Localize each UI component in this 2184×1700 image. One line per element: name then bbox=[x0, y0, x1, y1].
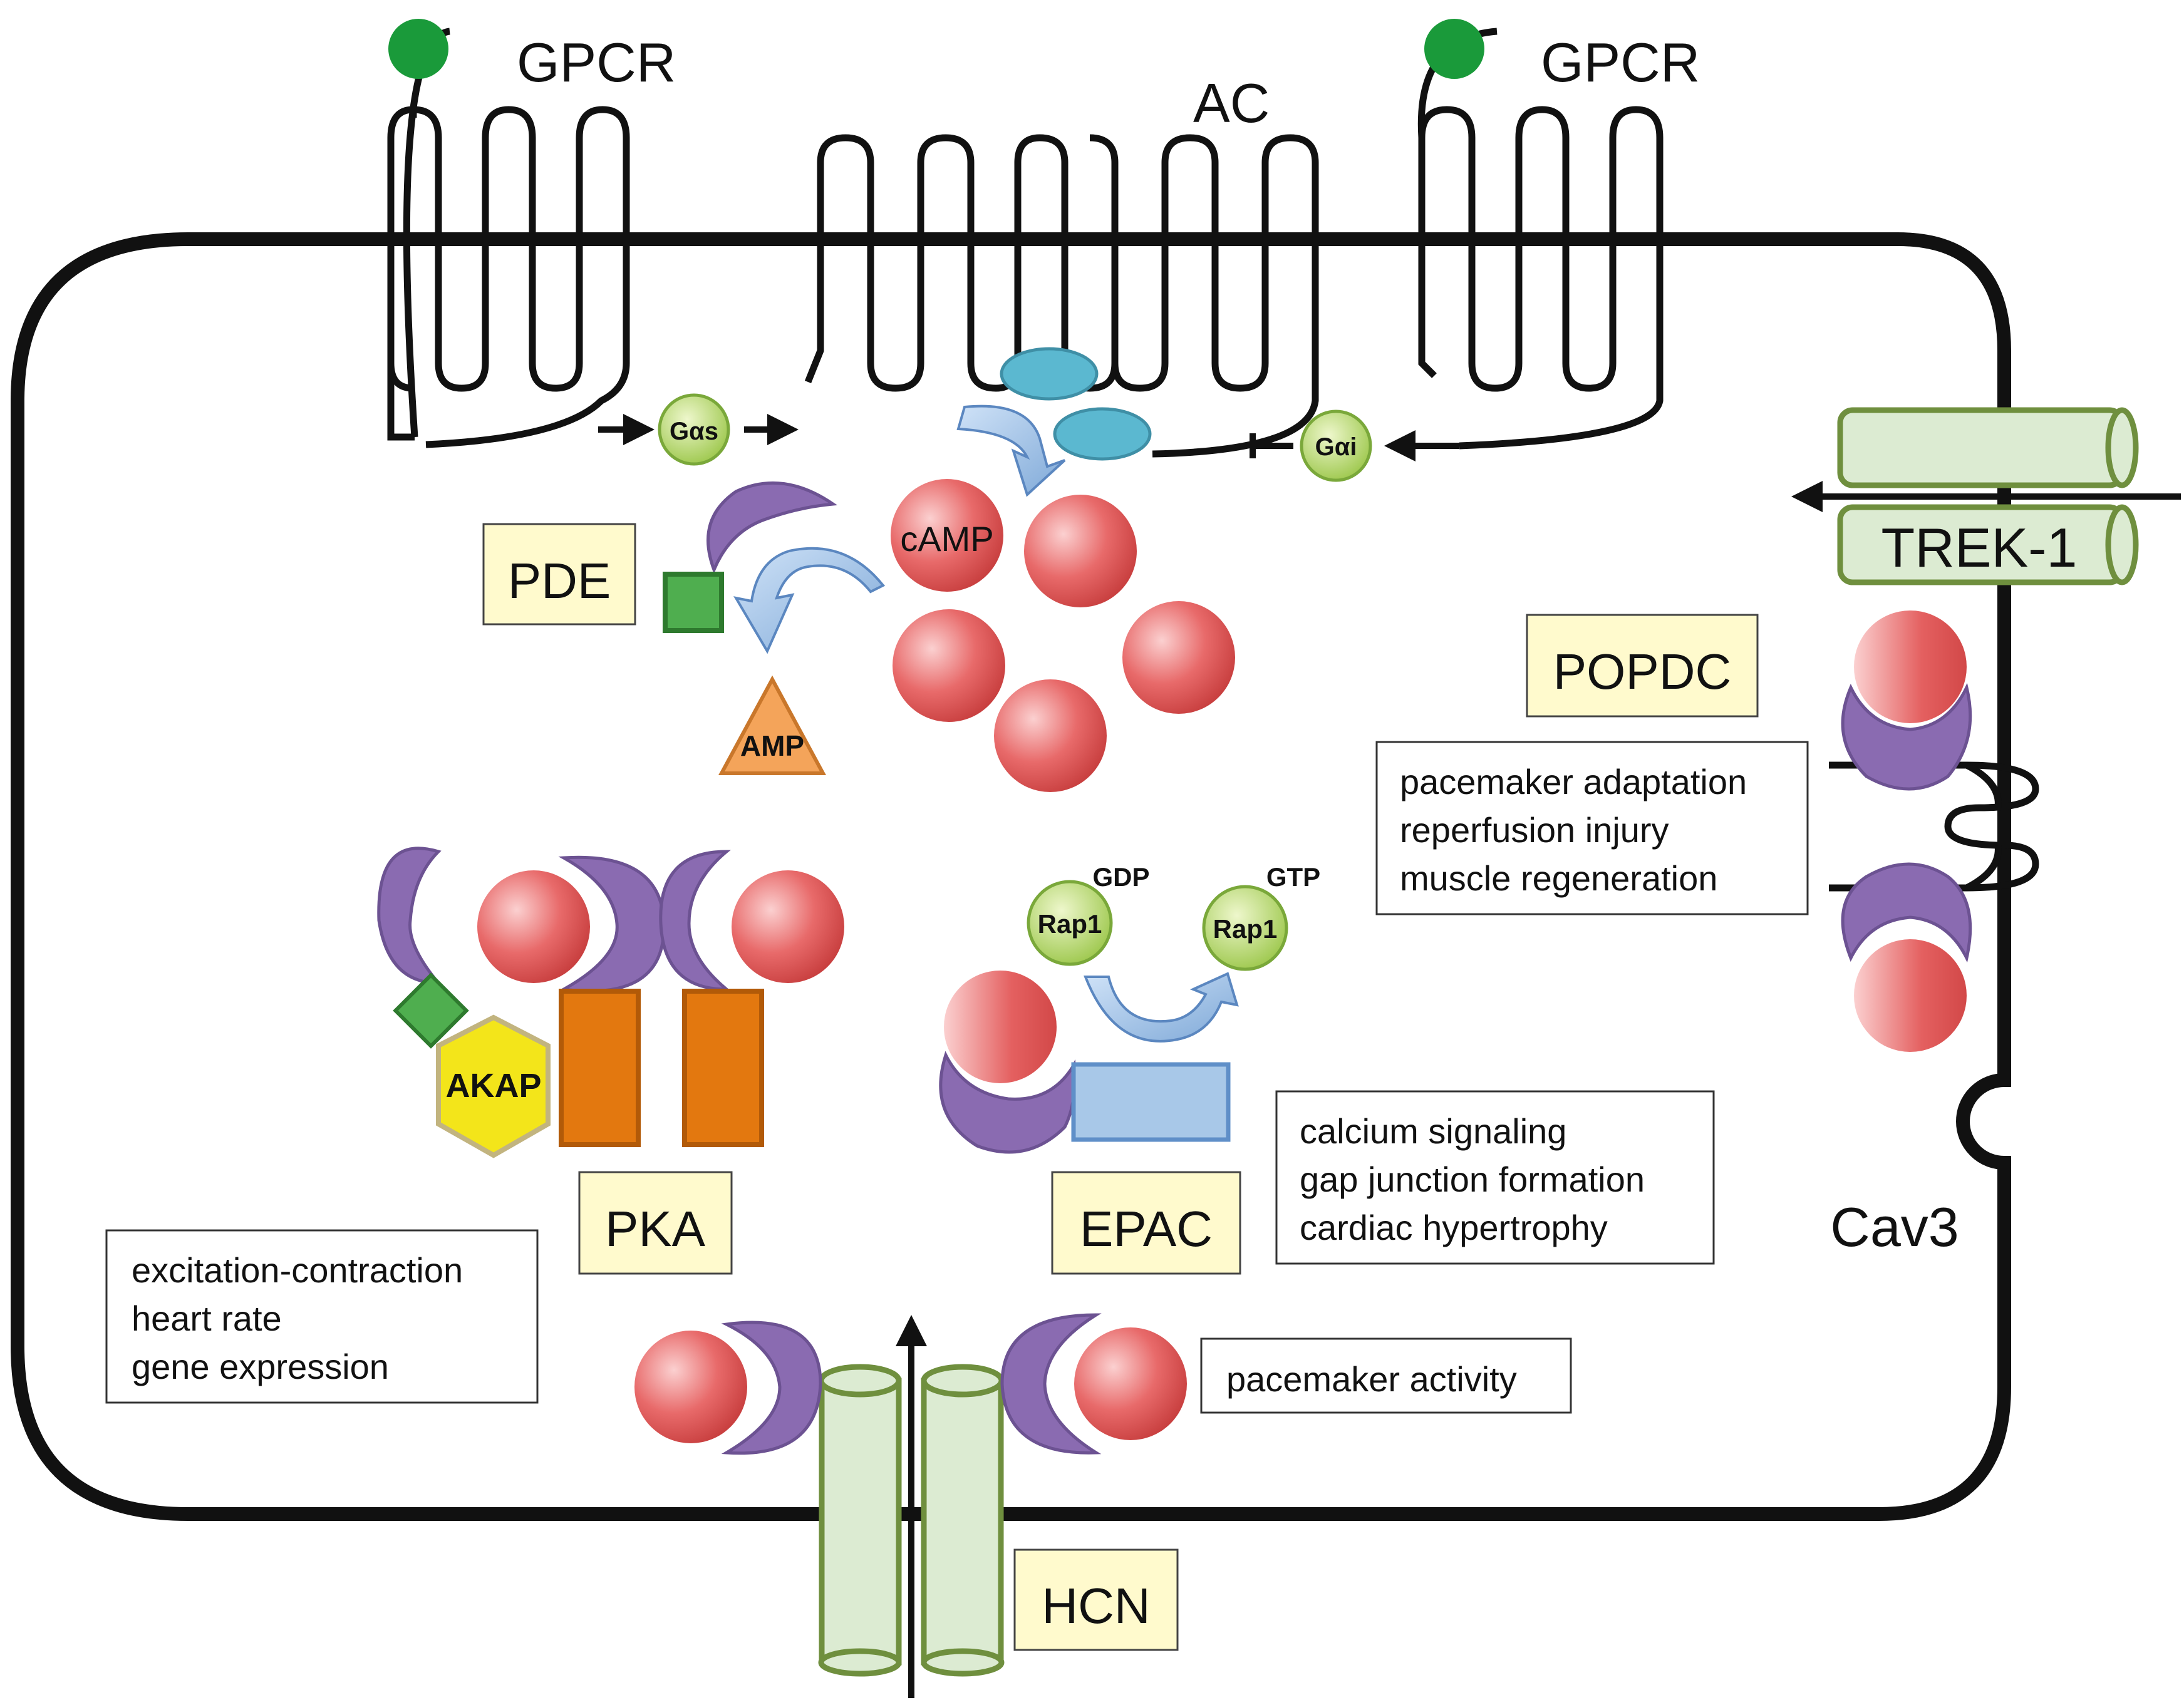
pka-function-3: gene expression bbox=[132, 1347, 389, 1386]
akap-label: AKAP bbox=[445, 1067, 541, 1105]
ligand-left bbox=[388, 19, 448, 79]
gtp-label: GTP bbox=[1266, 862, 1320, 892]
epac-function-2: gap junction formation bbox=[1300, 1160, 1645, 1199]
hcn-label-box bbox=[1013, 1548, 1179, 1651]
gai-label: Gαi bbox=[1315, 433, 1357, 461]
pde-catalytic-square bbox=[663, 572, 724, 633]
rap1-gtp-label: Rap1 bbox=[1213, 914, 1278, 944]
epac-function-1: calcium signaling bbox=[1300, 1111, 1566, 1151]
pka-catalytic-2 bbox=[682, 989, 764, 1147]
hcn-function-box bbox=[1200, 1337, 1572, 1414]
pka-regulatory-1 bbox=[377, 847, 442, 985]
pka-label: PKA bbox=[605, 1201, 706, 1257]
popdc-function-3: muscle regeneration bbox=[1400, 858, 1717, 898]
popdc-label-box bbox=[1526, 614, 1759, 718]
pde-label-box bbox=[482, 523, 636, 626]
pka-camp-2 bbox=[732, 870, 844, 983]
epac-label: EPAC bbox=[1080, 1201, 1213, 1257]
ac-catalytic-domain-2 bbox=[1053, 407, 1152, 461]
trek1-channel bbox=[1837, 407, 2139, 585]
epac-camp bbox=[944, 971, 1057, 1083]
popdc-function-2: reperfusion injury bbox=[1400, 810, 1669, 850]
popdc-label: POPDC bbox=[1553, 644, 1732, 699]
gpcr-left-label: GPCR bbox=[517, 31, 676, 93]
trek1-label: TREK-1 bbox=[1881, 517, 2078, 579]
popdc-function-box bbox=[1375, 741, 1809, 915]
pde-regulatory-subunit bbox=[706, 481, 838, 574]
ac-label: AC bbox=[1193, 72, 1270, 134]
epac-catalytic-domain bbox=[1071, 1062, 1231, 1142]
rap1-gdp bbox=[1027, 880, 1113, 966]
amp-label: AMP bbox=[740, 729, 804, 762]
gas-protein bbox=[658, 393, 730, 466]
adenylyl-cyclase bbox=[804, 134, 1319, 458]
cav3-label: Cav3 bbox=[1830, 1196, 1959, 1258]
pka-function-1: excitation-contraction bbox=[132, 1250, 463, 1290]
camp-molecule-5 bbox=[994, 679, 1107, 792]
gpcr-right-label: GPCR bbox=[1541, 31, 1700, 93]
epac-label-box bbox=[1051, 1171, 1241, 1275]
popdc-function-1: pacemaker adaptation bbox=[1400, 762, 1747, 801]
ac-to-camp-arrow bbox=[956, 404, 1066, 497]
camp-to-amp-arrow bbox=[733, 547, 886, 654]
popdc-regulatory-1 bbox=[1841, 683, 1972, 791]
pde-label: PDE bbox=[508, 553, 611, 609]
epac-function-3: cardiac hypertrophy bbox=[1300, 1208, 1608, 1247]
akap-anchor-square bbox=[393, 972, 469, 1049]
ligand-right bbox=[1424, 19, 1484, 79]
hcn-label: HCN bbox=[1042, 1578, 1150, 1634]
rap1-gdp-label: Rap1 bbox=[1038, 909, 1102, 939]
pka-function-box bbox=[105, 1229, 539, 1404]
camp-molecule-3 bbox=[893, 609, 1005, 722]
ac-catalytic-domain-1 bbox=[1000, 347, 1099, 401]
gas-label: Gαs bbox=[670, 418, 718, 445]
camp-molecule-4 bbox=[1122, 601, 1235, 714]
camp-molecule bbox=[891, 479, 1003, 592]
popdc-camp-2 bbox=[1854, 939, 1967, 1052]
cell-membrane bbox=[10, 232, 2011, 1521]
amp-molecule bbox=[718, 675, 827, 775]
pka-regulatory-3 bbox=[659, 850, 731, 991]
pka-catalytic-1 bbox=[559, 989, 641, 1147]
popdc-regulatory-2 bbox=[1841, 862, 1972, 963]
rap1-activation-arrow bbox=[1084, 972, 1239, 1043]
epac-function-box bbox=[1275, 1090, 1715, 1265]
gdp-label: GDP bbox=[1092, 862, 1149, 892]
rap1-gtp bbox=[1202, 885, 1288, 971]
pka-camp-1 bbox=[477, 870, 590, 983]
camp-molecule-2 bbox=[1024, 495, 1137, 607]
pka-label-box bbox=[578, 1171, 733, 1275]
hcn-camp-left bbox=[634, 1331, 747, 1443]
camp-label: cAMP bbox=[900, 519, 993, 559]
pka-function-2: heart rate bbox=[132, 1299, 282, 1338]
hcn-regulatory-right bbox=[1000, 1313, 1102, 1455]
hcn-regulatory-left bbox=[721, 1321, 822, 1455]
hcn-camp-right bbox=[1074, 1327, 1187, 1440]
popdc-camp-1 bbox=[1854, 610, 1967, 723]
hcn-function-1: pacemaker activity bbox=[1226, 1359, 1517, 1399]
akap-protein bbox=[436, 1014, 551, 1158]
gai-protein bbox=[1300, 410, 1372, 482]
hcn-channel bbox=[818, 1364, 1005, 1677]
